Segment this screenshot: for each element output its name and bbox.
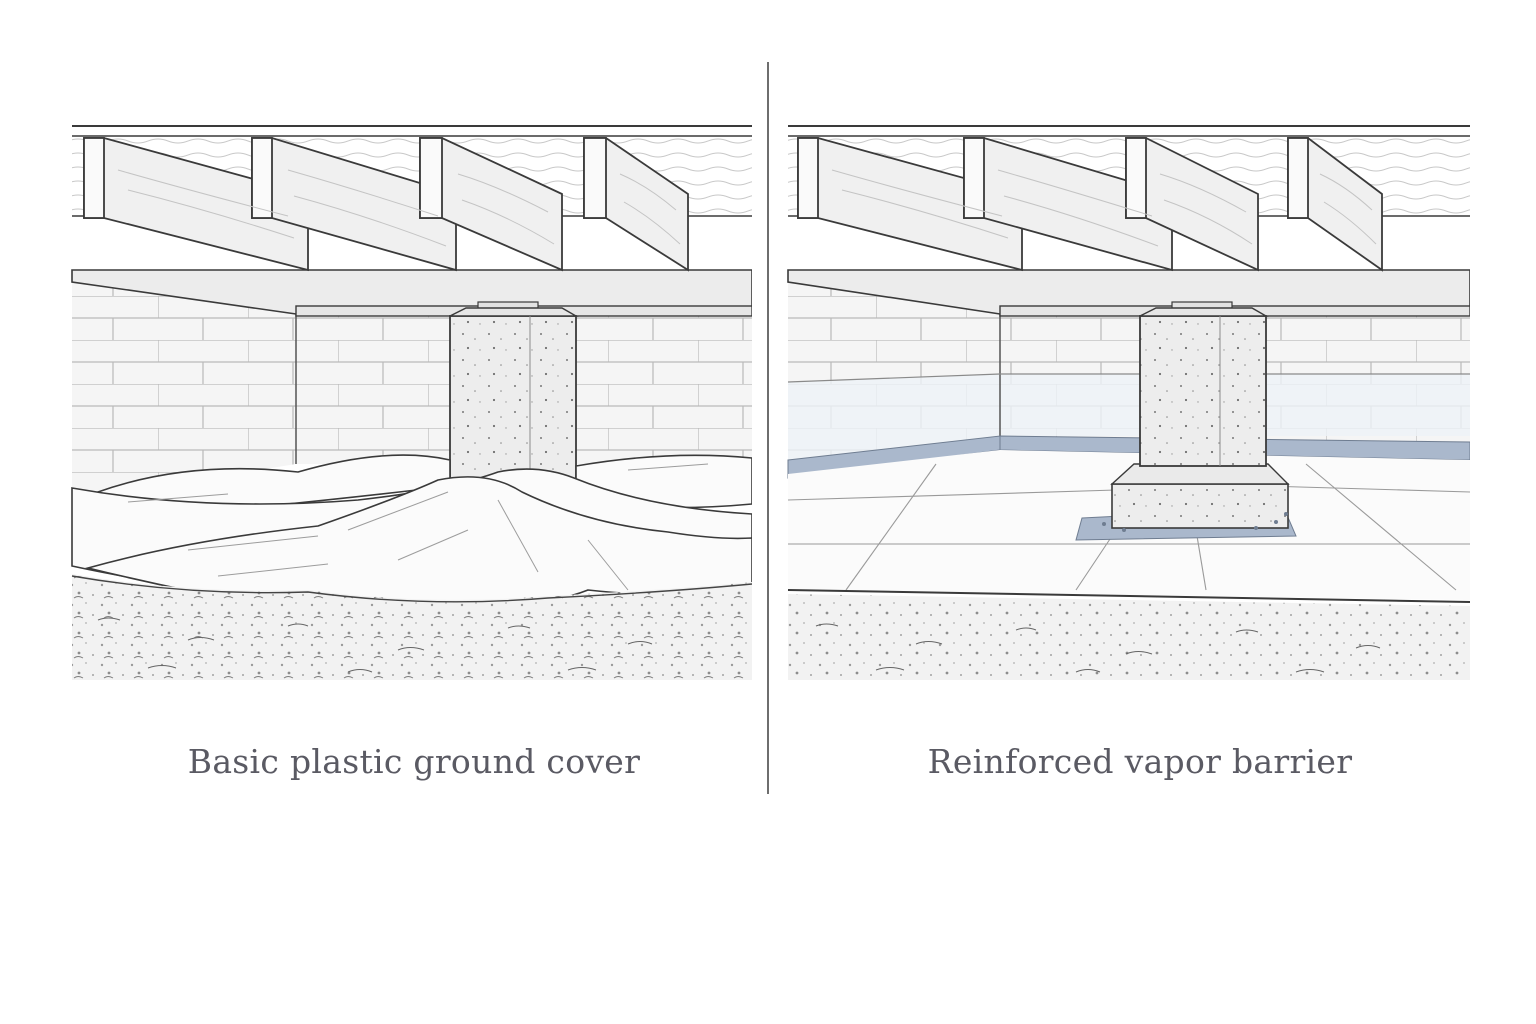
panel-divider xyxy=(767,62,769,794)
caption-basic-plastic: Basic plastic ground cover xyxy=(64,742,764,781)
crawlspace-plastic-sheet-illustration xyxy=(68,120,752,690)
left-illustration-panel xyxy=(68,120,752,690)
crawlspace-vapor-barrier-illustration xyxy=(786,120,1470,690)
right-illustration-panel xyxy=(786,120,1470,690)
caption-vapor-barrier: Reinforced vapor barrier xyxy=(790,742,1490,781)
